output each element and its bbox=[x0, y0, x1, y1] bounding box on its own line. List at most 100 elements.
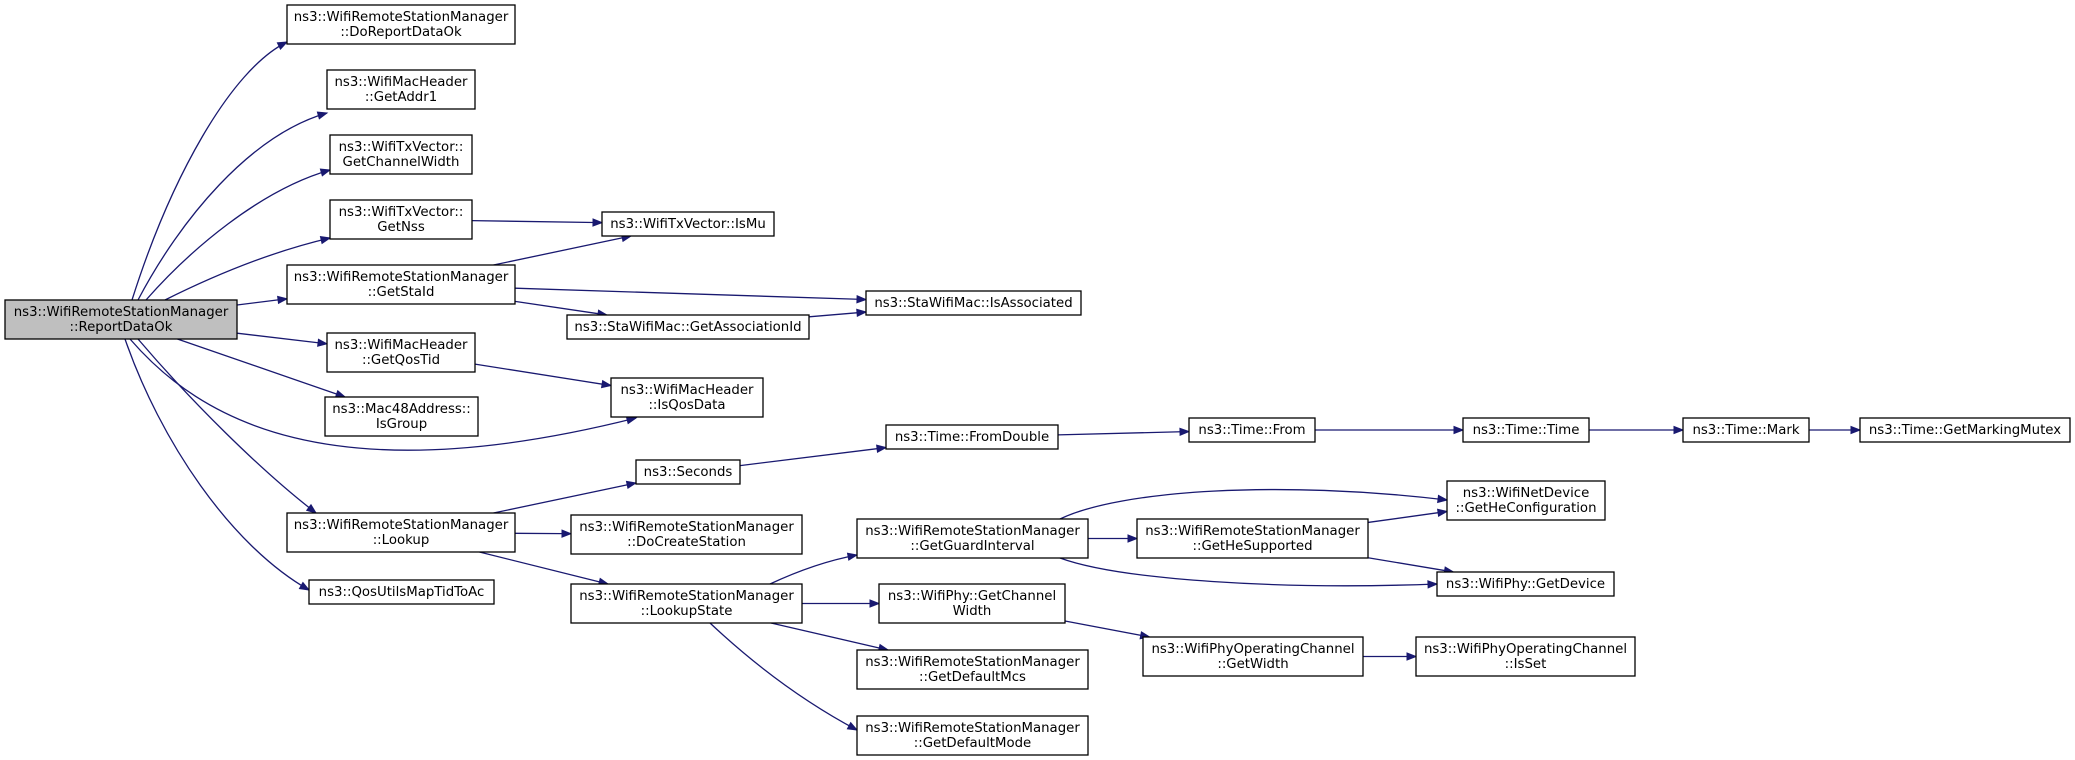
node-label: ns3::QosUtilsMapTidToAc bbox=[319, 585, 485, 600]
node-time[interactable]: ns3::Time::Time bbox=[1462, 417, 1590, 443]
node-label: ::LookupState bbox=[641, 604, 733, 619]
node-box bbox=[286, 264, 516, 305]
node-getMarkingMutex[interactable]: ns3::Time::GetMarkingMutex bbox=[1859, 417, 2071, 443]
node-from[interactable]: ns3::Time::From bbox=[1188, 417, 1316, 443]
edge-getGuardInterval-to-getHeConfiguration-arrowhead bbox=[1437, 494, 1449, 504]
edge-getAssociationId-to-isAssociated-arrowhead bbox=[856, 308, 868, 318]
node-fromDouble[interactable]: ns3::Time::FromDouble bbox=[885, 424, 1059, 450]
node-getGuardInterval[interactable]: ns3::WifiRemoteStationManager::GetGuardI… bbox=[856, 518, 1089, 559]
node-label: ::GetAddr1 bbox=[365, 90, 437, 105]
edge-lookup-to-doCreateStation-arrowhead bbox=[561, 529, 573, 538]
node-getHeSupported[interactable]: ns3::WifiRemoteStationManager::GetHeSupp… bbox=[1136, 518, 1369, 559]
node-label: ns3::WifiMacHeader bbox=[334, 338, 468, 353]
edge-root-to-getStaId bbox=[236, 299, 280, 306]
node-box bbox=[1415, 636, 1636, 677]
edge-root-to-getChannelWidth bbox=[145, 169, 331, 301]
node-box bbox=[856, 715, 1089, 756]
node-box bbox=[308, 579, 495, 605]
node-isSet[interactable]: ns3::WifiPhyOperatingChannel::IsSet bbox=[1415, 636, 1636, 677]
node-label: IsGroup bbox=[376, 417, 427, 432]
node-box bbox=[885, 424, 1059, 450]
node-root[interactable]: ns3::WifiRemoteStationManager::ReportDat… bbox=[4, 299, 238, 340]
node-label: ns3::WifiRemoteStationManager bbox=[1145, 524, 1360, 539]
node-isQosData[interactable]: ns3::WifiMacHeader::IsQosData bbox=[610, 377, 764, 418]
node-label: ns3::Time::Mark bbox=[1692, 423, 1799, 438]
node-box bbox=[1436, 571, 1615, 597]
node-box bbox=[610, 377, 764, 418]
node-box bbox=[566, 314, 810, 340]
node-getAssociationId[interactable]: ns3::StaWifiMac::GetAssociationId bbox=[566, 314, 810, 340]
node-box bbox=[4, 299, 238, 340]
edge-getHeSupported-to-getHeConfiguration bbox=[1367, 511, 1440, 524]
node-getQosTid[interactable]: ns3::WifiMacHeader::GetQosTid bbox=[326, 332, 476, 373]
node-qosUtilsMapTidToAc[interactable]: ns3::QosUtilsMapTidToAc bbox=[308, 579, 495, 605]
node-phyGetChannelWidth[interactable]: ns3::WifiPhy::GetChannelWidth bbox=[878, 583, 1066, 624]
node-label: ns3::WifiRemoteStationManager bbox=[865, 524, 1080, 539]
node-label: ns3::WifiNetDevice bbox=[1463, 486, 1590, 501]
node-getDevice[interactable]: ns3::WifiPhy::GetDevice bbox=[1436, 571, 1615, 597]
node-box bbox=[856, 649, 1089, 690]
node-isMu[interactable]: ns3::WifiTxVector::IsMu bbox=[601, 211, 775, 237]
edge-seconds-to-fromDouble bbox=[739, 447, 879, 467]
edge-getGuardInterval-to-getHeSupported-arrowhead bbox=[1127, 534, 1139, 543]
node-label: ns3::Time::GetMarkingMutex bbox=[1869, 423, 2061, 438]
node-doReportDataOk[interactable]: ns3::WifiRemoteStationManager::DoReportD… bbox=[286, 4, 516, 45]
node-isAssociated[interactable]: ns3::StaWifiMac::IsAssociated bbox=[865, 290, 1082, 316]
node-label: ::IsQosData bbox=[648, 398, 725, 413]
node-getStaId[interactable]: ns3::WifiRemoteStationManager::GetStaId bbox=[286, 264, 516, 305]
node-getDefaultMode[interactable]: ns3::WifiRemoteStationManager::GetDefaul… bbox=[856, 715, 1089, 756]
node-label: ns3::Time::From bbox=[1198, 423, 1305, 438]
node-label: ns3::WifiTxVector::IsMu bbox=[610, 217, 766, 232]
node-isGroup[interactable]: ns3::Mac48Address::IsGroup bbox=[324, 396, 479, 437]
node-box bbox=[1859, 417, 2071, 443]
node-lookup[interactable]: ns3::WifiRemoteStationManager::Lookup bbox=[286, 512, 516, 553]
node-lookupState[interactable]: ns3::WifiRemoteStationManager::LookupSta… bbox=[570, 583, 803, 624]
node-box bbox=[286, 4, 516, 45]
node-box bbox=[1188, 417, 1316, 443]
edge-phyGetChannelWidth-to-getWidth bbox=[1064, 620, 1142, 637]
edge-getAssociationId-to-isAssociated bbox=[808, 312, 859, 318]
edge-root-to-lookup-arrowhead bbox=[305, 503, 318, 514]
edge-getQosTid-to-isQosData-arrowhead bbox=[600, 379, 613, 389]
node-label: ::DoReportDataOk bbox=[340, 25, 462, 40]
node-label: ns3::WifiRemoteStationManager bbox=[579, 589, 794, 604]
node-box bbox=[635, 459, 741, 485]
node-getHeConfiguration[interactable]: ns3::WifiNetDevice::GetHeConfiguration bbox=[1446, 480, 1606, 521]
node-mark[interactable]: ns3::Time::Mark bbox=[1682, 417, 1810, 443]
node-box bbox=[326, 69, 476, 110]
edge-root-to-qosUtilsMapTidToAc-arrowhead bbox=[298, 581, 311, 591]
edge-getGuardInterval-to-getHeConfiguration bbox=[1059, 488, 1448, 520]
edge-lookup-to-seconds-arrowhead bbox=[625, 480, 638, 490]
node-box bbox=[329, 134, 473, 175]
edge-lookup-to-lookupState bbox=[479, 551, 601, 583]
node-label: ns3::Mac48Address:: bbox=[332, 402, 471, 417]
node-label: ::GetHeSupported bbox=[1192, 539, 1312, 554]
node-label: ns3::WifiRemoteStationManager bbox=[865, 721, 1080, 736]
node-doCreateStation[interactable]: ns3::WifiRemoteStationManager::DoCreateS… bbox=[570, 514, 803, 555]
edge-time-to-mark-arrowhead bbox=[1673, 425, 1685, 435]
node-label: ::Lookup bbox=[373, 533, 430, 548]
edge-root-to-qosUtilsMapTidToAc bbox=[124, 338, 310, 591]
node-box bbox=[324, 396, 479, 437]
edge-getQosTid-to-isQosData bbox=[474, 363, 604, 385]
node-getNss[interactable]: ns3::WifiTxVector::GetNss bbox=[329, 199, 473, 240]
node-getDefaultMcs[interactable]: ns3::WifiRemoteStationManager::GetDefaul… bbox=[856, 649, 1089, 690]
node-box bbox=[329, 199, 473, 240]
edge-getNss-to-isMu-arrowhead bbox=[592, 218, 604, 227]
node-box bbox=[865, 290, 1082, 316]
node-box bbox=[1142, 636, 1364, 677]
node-label: ns3::StaWifiMac::GetAssociationId bbox=[574, 320, 801, 335]
node-getAddr1[interactable]: ns3::WifiMacHeader::GetAddr1 bbox=[326, 69, 476, 110]
edge-getNss-to-isMu bbox=[471, 219, 595, 224]
edge-root-to-getChannelWidth-arrowhead bbox=[319, 168, 332, 177]
node-getChannelWidth[interactable]: ns3::WifiTxVector::GetChannelWidth bbox=[329, 134, 473, 175]
edge-lookupState-to-getDefaultMode-arrowhead bbox=[846, 721, 859, 731]
edge-getWidth-to-isSet-arrowhead bbox=[1406, 652, 1418, 661]
node-seconds[interactable]: ns3::Seconds bbox=[635, 459, 741, 485]
edge-getStaId-to-isMu bbox=[493, 237, 624, 266]
edge-root-to-isQosData-arrowhead bbox=[625, 416, 638, 425]
node-getWidth[interactable]: ns3::WifiPhyOperatingChannel::GetWidth bbox=[1142, 636, 1364, 677]
edge-root-to-isQosData bbox=[129, 338, 637, 451]
node-box bbox=[286, 512, 516, 553]
